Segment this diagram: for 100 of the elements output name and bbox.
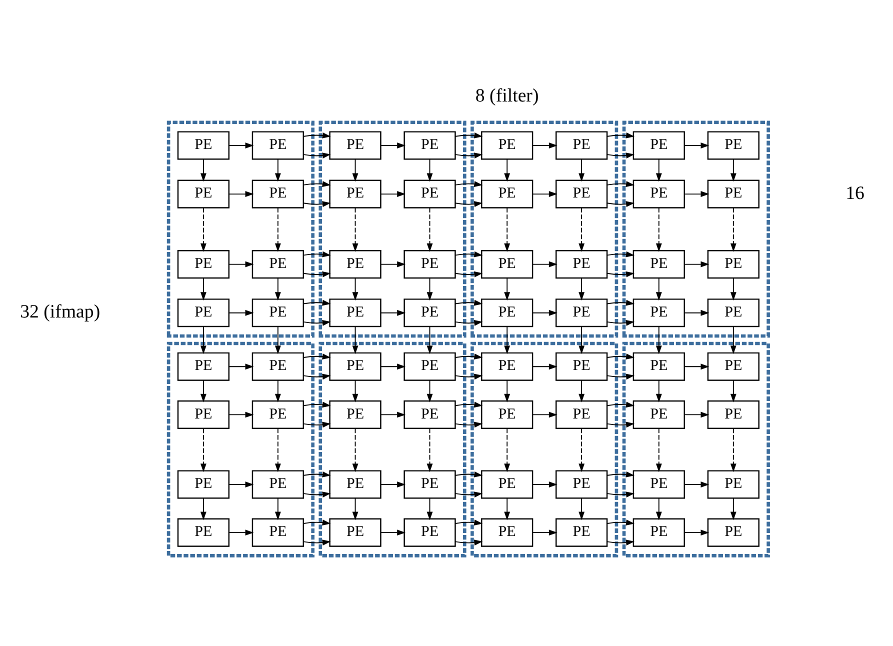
node-box: PE bbox=[252, 518, 304, 547]
node-box: PE bbox=[177, 131, 230, 160]
cluster bbox=[470, 342, 618, 558]
arrow bbox=[730, 158, 736, 182]
arrow bbox=[504, 428, 510, 472]
node-box: PE bbox=[481, 470, 534, 499]
arrow bbox=[274, 207, 281, 252]
arrow bbox=[228, 530, 254, 536]
arrow bbox=[200, 498, 206, 520]
arrow bbox=[578, 326, 585, 354]
label: 32 (ifmap) bbox=[20, 302, 100, 323]
arrow bbox=[228, 482, 254, 488]
arrow bbox=[352, 278, 358, 301]
arrow bbox=[200, 326, 206, 354]
arrow bbox=[303, 472, 331, 498]
node-box: PE bbox=[632, 298, 685, 328]
arrow bbox=[504, 278, 510, 301]
arrow bbox=[532, 261, 558, 268]
arrow bbox=[380, 412, 406, 418]
cluster bbox=[166, 120, 314, 338]
arrow bbox=[303, 300, 331, 326]
arrow bbox=[200, 158, 206, 182]
arrow bbox=[352, 158, 358, 182]
arrow bbox=[426, 428, 433, 472]
arrow bbox=[454, 251, 483, 278]
arrow bbox=[532, 530, 558, 536]
arrow bbox=[532, 142, 558, 148]
node-box: PE bbox=[632, 400, 685, 429]
node-box: PE bbox=[556, 180, 608, 208]
arrow bbox=[578, 278, 585, 301]
cluster bbox=[318, 120, 466, 338]
arrow bbox=[303, 354, 331, 380]
arrow bbox=[303, 520, 331, 546]
node-box: PE bbox=[632, 131, 685, 160]
arrow bbox=[656, 207, 662, 252]
node-box: PE bbox=[707, 400, 760, 429]
arrow bbox=[606, 472, 634, 498]
cluster bbox=[166, 342, 314, 558]
node-box: PE bbox=[481, 131, 534, 160]
arrow bbox=[426, 207, 433, 252]
arrow bbox=[656, 498, 662, 520]
node-box: PE bbox=[329, 131, 382, 160]
arrow bbox=[426, 380, 433, 402]
node-box: PE bbox=[556, 352, 608, 381]
node-box: PE bbox=[404, 131, 456, 160]
arrow bbox=[578, 498, 585, 520]
arrow bbox=[656, 428, 662, 472]
node-box: PE bbox=[632, 470, 685, 499]
arrow bbox=[380, 261, 406, 268]
arrow bbox=[606, 520, 634, 546]
node-box: PE bbox=[329, 470, 382, 499]
arrow bbox=[606, 402, 634, 428]
arrow bbox=[730, 207, 736, 252]
arrow bbox=[352, 428, 358, 472]
arrow bbox=[684, 482, 710, 488]
node-box: PE bbox=[252, 352, 304, 381]
node-box: PE bbox=[707, 470, 760, 499]
cluster bbox=[470, 120, 618, 338]
node-box: PE bbox=[404, 470, 456, 499]
arrow bbox=[380, 364, 406, 370]
node-box: PE bbox=[707, 180, 760, 208]
arrow bbox=[730, 428, 736, 472]
node-box: PE bbox=[177, 400, 230, 429]
node-box: PE bbox=[632, 180, 685, 208]
arrow bbox=[274, 278, 281, 301]
arrow bbox=[200, 278, 206, 301]
node-box: PE bbox=[252, 131, 304, 160]
node-box: PE bbox=[481, 518, 534, 547]
node-box: PE bbox=[481, 180, 534, 208]
arrow bbox=[454, 520, 483, 546]
arrow bbox=[426, 278, 433, 301]
arrow bbox=[274, 380, 281, 402]
arrow bbox=[606, 132, 634, 158]
arrow bbox=[532, 482, 558, 488]
cluster bbox=[318, 342, 466, 558]
arrow bbox=[656, 158, 662, 182]
label: 16 bbox=[846, 182, 864, 204]
node-box: PE bbox=[707, 250, 760, 279]
arrow bbox=[532, 364, 558, 370]
arrow bbox=[684, 310, 710, 316]
arrow bbox=[454, 132, 483, 158]
arrow bbox=[606, 251, 634, 278]
node-box: PE bbox=[252, 180, 304, 208]
arrow bbox=[380, 191, 406, 198]
arrow bbox=[578, 158, 585, 182]
node-box: PE bbox=[481, 298, 534, 328]
node-box: PE bbox=[404, 298, 456, 328]
arrow bbox=[504, 158, 510, 182]
arrow bbox=[454, 181, 483, 208]
arrow bbox=[532, 310, 558, 316]
arrow bbox=[380, 310, 406, 316]
arrow bbox=[228, 310, 254, 316]
arrow bbox=[684, 364, 710, 370]
arrow bbox=[504, 498, 510, 520]
arrow bbox=[504, 207, 510, 252]
node-box: PE bbox=[404, 518, 456, 547]
arrow bbox=[352, 207, 358, 252]
arrow bbox=[730, 278, 736, 301]
arrow bbox=[380, 142, 406, 148]
node-box: PE bbox=[177, 250, 230, 279]
